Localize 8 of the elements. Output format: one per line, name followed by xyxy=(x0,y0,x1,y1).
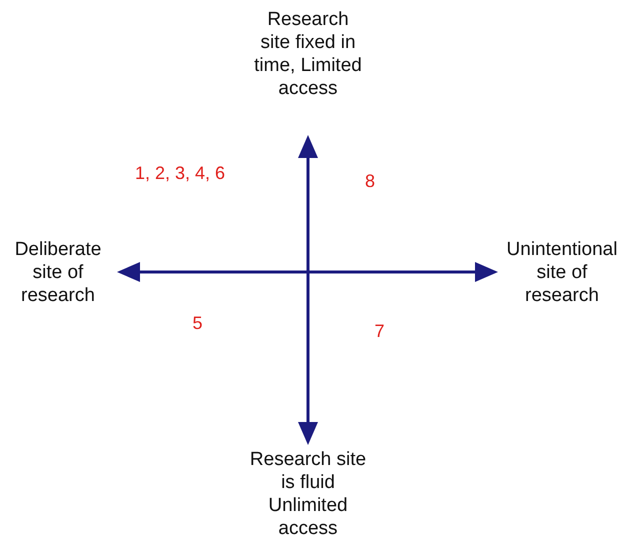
axis-end-label: Research site is fluid Unlimited access xyxy=(248,448,368,540)
axis-end-label: Research site fixed in time, Limited access xyxy=(253,8,363,100)
axis-end-label: Deliberate site of research xyxy=(14,238,102,307)
quadrant-number: 5 xyxy=(191,312,204,335)
axis-end-label: Unintentional site of research xyxy=(506,238,618,307)
quadrant-number: 8 xyxy=(364,170,376,193)
quadrant-numbers: 1, 2, 3, 4, 6 xyxy=(134,162,226,185)
quadrant-number: 7 xyxy=(373,320,386,343)
